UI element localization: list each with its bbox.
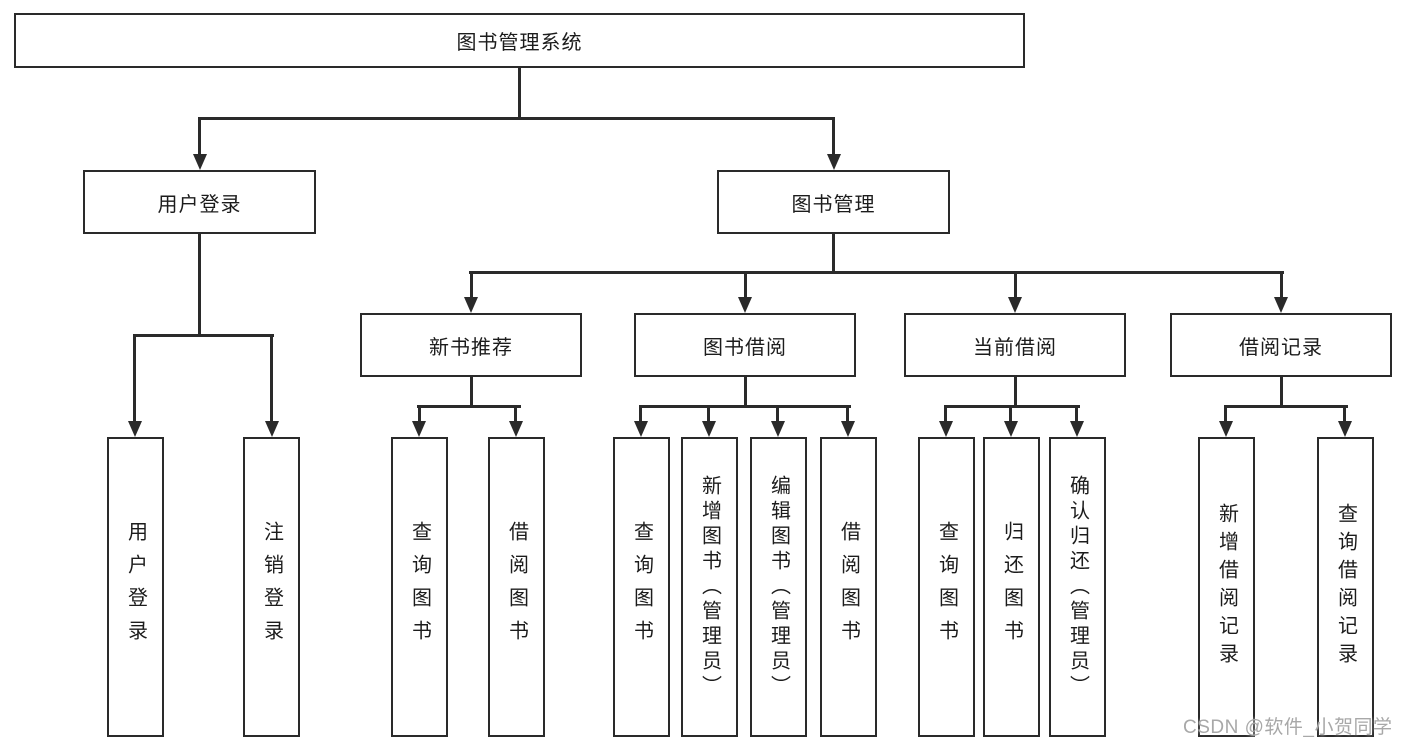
leaf-label: 查询图书 (630, 521, 653, 653)
leaf-add-borrow-record: 新增借阅记录 (1198, 437, 1255, 737)
leaf-borrow-books-2: 借阅图书 (820, 437, 877, 737)
connector-line (470, 377, 473, 408)
leaf-label: 借阅图书 (505, 521, 528, 653)
connector-line (469, 271, 1284, 274)
node-library-management-system: 图书管理系统 (14, 13, 1025, 68)
connector-line (518, 68, 521, 118)
leaf-label: 查询图书 (408, 521, 431, 653)
leaf-return-books: 归还图书 (983, 437, 1040, 737)
arrow-down-icon (509, 421, 523, 437)
connector-line (639, 405, 851, 408)
connector-line (417, 405, 521, 408)
leaf-label: 注销登录 (260, 521, 283, 653)
node-current-borrowing: 当前借阅 (904, 313, 1126, 377)
arrow-down-icon (265, 421, 279, 437)
connector-line (198, 117, 835, 120)
node-book-management: 图书管理 (717, 170, 950, 234)
leaf-label: 借阅图书 (837, 521, 860, 653)
leaf-confirm-return-admin: 确认归还（管理员） (1049, 437, 1106, 737)
connector-line (1224, 405, 1348, 408)
csdn-watermark: CSDN @软件_小贺同学 (1183, 717, 1393, 738)
arrow-down-icon (1274, 297, 1288, 313)
arrow-down-icon (193, 154, 207, 170)
arrow-down-icon (1219, 421, 1233, 437)
arrow-down-icon (827, 154, 841, 170)
leaf-label: 查询借阅记录 (1334, 503, 1357, 671)
leaf-label: 新增图书（管理员） (698, 474, 721, 700)
leaf-label: 归还图书 (1000, 521, 1023, 653)
leaf-logout: 注销登录 (243, 437, 300, 737)
node-label: 图书管理系统 (456, 32, 583, 54)
connector-line (198, 117, 201, 156)
leaf-label: 新增借阅记录 (1215, 503, 1238, 671)
node-user-login: 用户登录 (83, 170, 316, 234)
connector-line (832, 117, 835, 156)
connector-line (133, 334, 274, 337)
arrow-down-icon (841, 421, 855, 437)
connector-line (846, 405, 849, 423)
arrow-down-icon (771, 421, 785, 437)
leaf-query-books-3: 查询图书 (918, 437, 975, 737)
node-label: 新书推荐 (429, 336, 513, 359)
connector-line (1075, 405, 1078, 423)
connector-line (944, 405, 947, 423)
arrow-down-icon (634, 421, 648, 437)
connector-line (776, 405, 779, 423)
connector-line (1009, 405, 1012, 423)
connector-line (744, 377, 747, 408)
connector-line (1280, 377, 1283, 408)
arrow-down-icon (412, 421, 426, 437)
node-label: 当前借阅 (973, 336, 1057, 359)
connector-line (1014, 271, 1017, 299)
node-book-borrowing: 图书借阅 (634, 313, 856, 377)
connector-line (639, 405, 642, 423)
leaf-query-borrow-record: 查询借阅记录 (1317, 437, 1374, 737)
connector-line (744, 271, 747, 299)
arrow-down-icon (464, 297, 478, 313)
connector-line (514, 405, 517, 423)
connector-line (133, 334, 136, 423)
leaf-add-book-admin: 新增图书（管理员） (681, 437, 738, 737)
node-new-book-recommendation: 新书推荐 (360, 313, 582, 377)
arrow-down-icon (702, 421, 716, 437)
leaf-label: 编辑图书（管理员） (767, 474, 790, 700)
arrow-down-icon (1008, 297, 1022, 313)
arrow-down-icon (1004, 421, 1018, 437)
leaf-query-books-2: 查询图书 (613, 437, 670, 737)
connector-line (1343, 405, 1346, 423)
connector-line (198, 234, 201, 337)
leaf-query-books-1: 查询图书 (391, 437, 448, 737)
leaf-edit-book-admin: 编辑图书（管理员） (750, 437, 807, 737)
arrow-down-icon (1070, 421, 1084, 437)
arrow-down-icon (738, 297, 752, 313)
arrow-down-icon (128, 421, 142, 437)
connector-line (1224, 405, 1227, 423)
connector-line (944, 405, 1080, 408)
leaf-label: 用户登录 (124, 521, 147, 653)
connector-line (418, 405, 421, 423)
node-label: 图书借阅 (703, 336, 787, 359)
node-label: 图书管理 (791, 193, 876, 216)
connector-line (832, 234, 835, 274)
leaf-label: 确认归还（管理员） (1066, 474, 1089, 700)
node-label: 借阅记录 (1239, 336, 1323, 359)
connector-line (707, 405, 710, 423)
node-borrowing-records: 借阅记录 (1170, 313, 1392, 377)
leaf-borrow-books-1: 借阅图书 (488, 437, 545, 737)
arrow-down-icon (939, 421, 953, 437)
connector-line (270, 334, 273, 423)
arrow-down-icon (1338, 421, 1352, 437)
connector-line (1280, 271, 1283, 299)
node-label: 用户登录 (157, 193, 242, 216)
leaf-label: 查询图书 (935, 521, 958, 653)
connector-line (470, 271, 473, 299)
connector-line (1014, 377, 1017, 408)
leaf-user-login: 用户登录 (107, 437, 164, 737)
